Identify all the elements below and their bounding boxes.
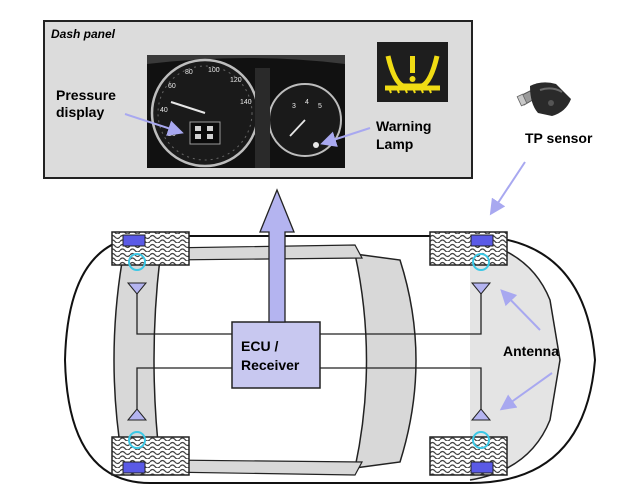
antenna-label: Antenna xyxy=(503,343,559,359)
warning-lamp-label: Warning Lamp xyxy=(376,118,435,152)
antenna-front-top xyxy=(470,282,492,295)
antenna-wiring xyxy=(136,293,482,410)
pressure-display-label: Pressure display xyxy=(56,87,120,120)
instrument-cluster: 20 40 60 80 100 120 140 3 4 5 xyxy=(147,55,345,168)
antenna-rear-bottom xyxy=(126,408,148,421)
svg-text:140: 140 xyxy=(240,99,252,106)
ecu-receiver-label: ECU / Receiver xyxy=(241,338,300,373)
sensor-ring xyxy=(472,253,490,271)
cluster-hood xyxy=(147,55,345,64)
dash-panel-title: Dash panel xyxy=(51,27,116,41)
tp-sensor-icon xyxy=(516,82,571,116)
svg-text:100: 100 xyxy=(208,67,220,74)
ecu-receiver-box xyxy=(231,321,321,389)
pressure-display-pointer xyxy=(124,113,184,136)
wheel-rear-bottom xyxy=(111,431,190,476)
svg-text:20: 20 xyxy=(168,131,176,138)
svg-text:4: 4 xyxy=(305,99,309,106)
front-windshield xyxy=(354,253,417,469)
wheel-rear-top xyxy=(111,231,190,271)
wheel-front-top xyxy=(429,231,508,271)
tpms-warning-icon xyxy=(377,42,448,102)
sensor-ring xyxy=(128,253,146,271)
speedometer-needle xyxy=(170,101,206,114)
warning-lamp-pointer xyxy=(320,127,371,147)
svg-text:40: 40 xyxy=(160,107,168,114)
tp-sensor-block xyxy=(470,234,494,247)
wheel-front-bottom xyxy=(429,431,508,476)
tp-sensor-block xyxy=(122,234,146,247)
svg-text:120: 120 xyxy=(230,77,242,84)
pressure-display-screen xyxy=(189,121,221,145)
antenna-pointer-bottom xyxy=(499,372,553,411)
tp-sensor-block xyxy=(470,461,494,474)
car-outline xyxy=(63,235,597,484)
sensor-ring xyxy=(128,431,146,449)
svg-text:3: 3 xyxy=(292,103,296,110)
sensor-ring xyxy=(472,431,490,449)
ecu-to-dash-arrow xyxy=(259,188,295,323)
tp-sensor-pointer xyxy=(489,161,526,216)
svg-text:80: 80 xyxy=(185,69,193,76)
svg-text:5: 5 xyxy=(318,103,322,110)
svg-text:60: 60 xyxy=(168,83,176,90)
tp-sensor-block xyxy=(122,461,146,474)
antenna-rear-top xyxy=(126,282,148,295)
tp-sensor-label: TP sensor xyxy=(525,130,593,146)
dash-panel: Dash panel 20 40 60 80 100 120 140 3 4 5 xyxy=(43,20,473,179)
antenna-front-bottom xyxy=(470,408,492,421)
antenna-pointer-top xyxy=(500,289,541,331)
